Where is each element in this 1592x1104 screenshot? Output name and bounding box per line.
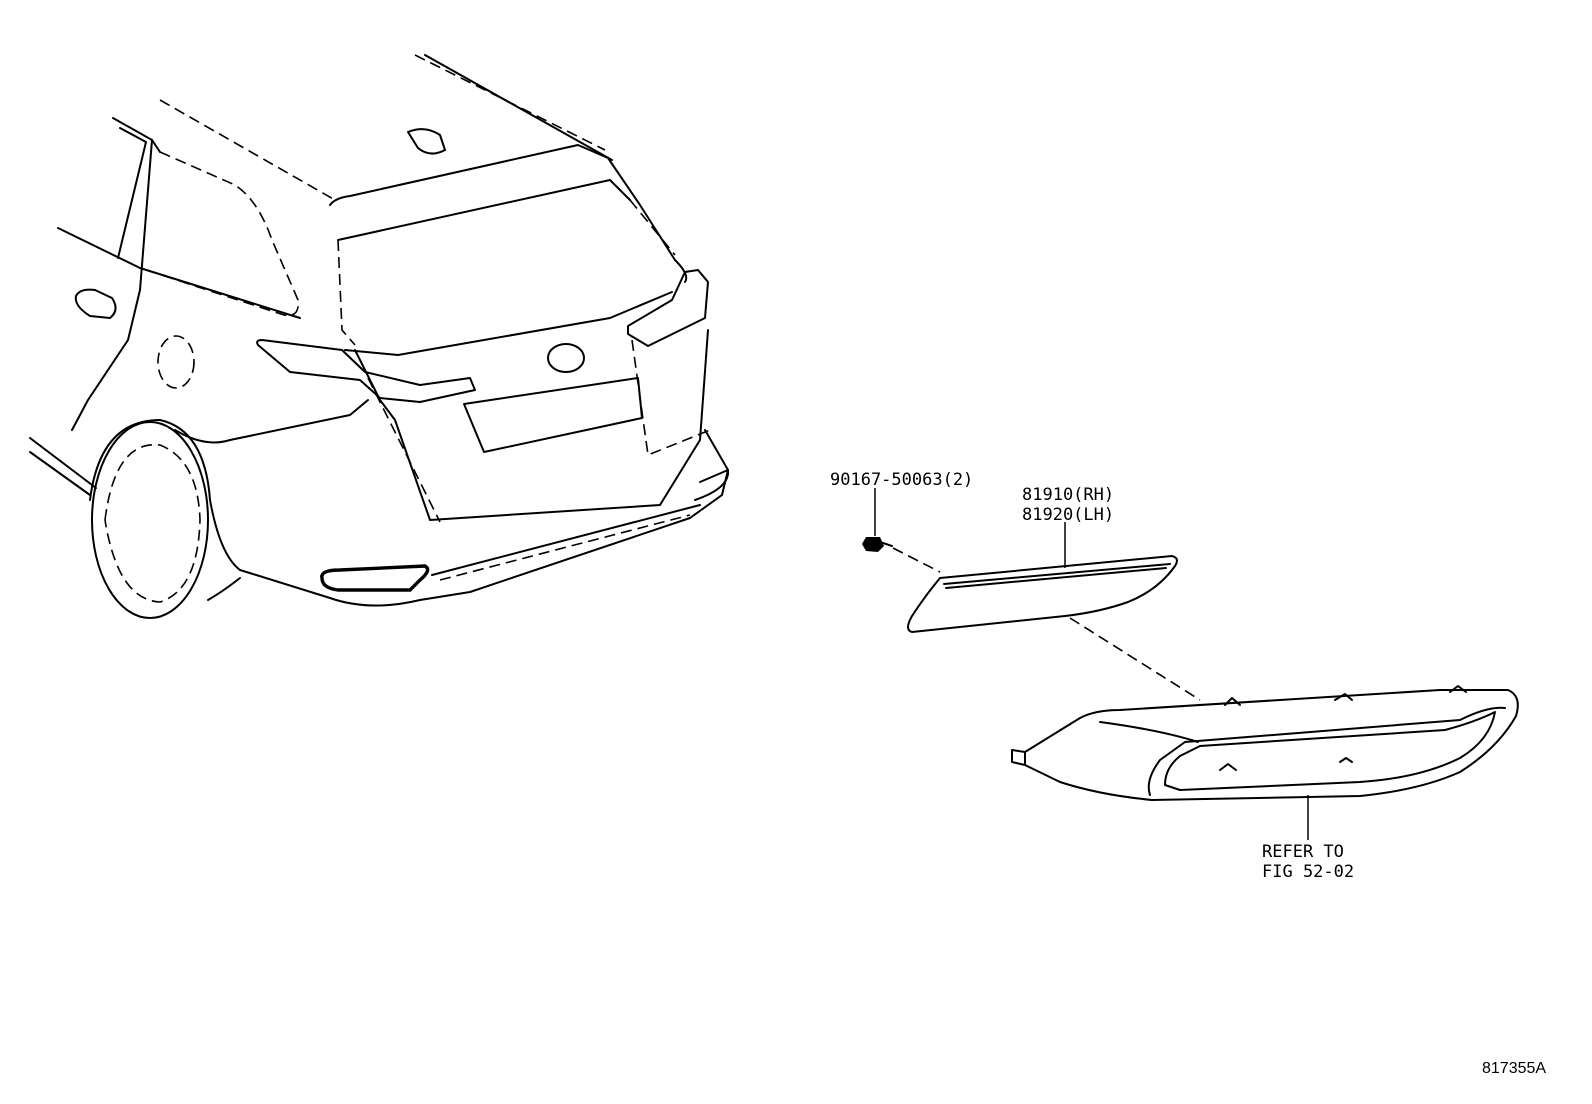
vehicle-rear-illustration (29, 54, 730, 619)
reflector-rh-part-number: 81910(RH) (1022, 485, 1115, 505)
bolt-part (862, 488, 941, 573)
refer-figure-text: FIG 52-02 (1262, 862, 1355, 882)
bolt-part-number: 90167-50063(2) (830, 470, 974, 490)
bumper-garnish-part (1011, 685, 1519, 840)
reflector-part (907, 522, 1201, 701)
refer-to-text: REFER TO (1262, 842, 1344, 862)
reflector-lh-part-number: 81920(LH) (1022, 505, 1115, 525)
figure-id: 817355A (1482, 1060, 1547, 1077)
